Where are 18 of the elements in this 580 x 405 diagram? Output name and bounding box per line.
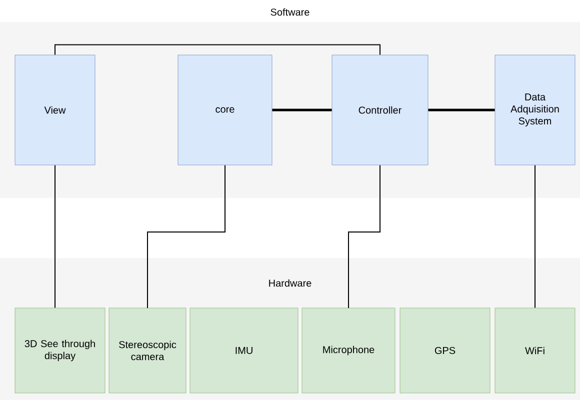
node-label: Software bbox=[270, 8, 310, 16]
hardware-box: Stereoscopic camera bbox=[108, 308, 186, 394]
hardware-box: GPS bbox=[400, 308, 490, 394]
connector-line bbox=[54, 44, 380, 56]
hardware-box: IMU bbox=[190, 308, 298, 394]
software-box: Controller bbox=[332, 54, 428, 166]
connector-line bbox=[534, 164, 536, 308]
connector-line bbox=[348, 164, 380, 308]
connector-line bbox=[147, 164, 226, 308]
software-box: View bbox=[14, 54, 96, 166]
software-box: Data Adquisition System bbox=[494, 54, 576, 166]
hardware-box: Microphone bbox=[302, 308, 396, 394]
connector-line bbox=[428, 108, 495, 112]
software-box: core bbox=[178, 54, 272, 166]
connector-line bbox=[54, 164, 56, 308]
connector-line bbox=[272, 108, 332, 112]
hardware-box: WiFi bbox=[494, 308, 576, 394]
hardware-box: 3D See through display bbox=[14, 308, 106, 394]
